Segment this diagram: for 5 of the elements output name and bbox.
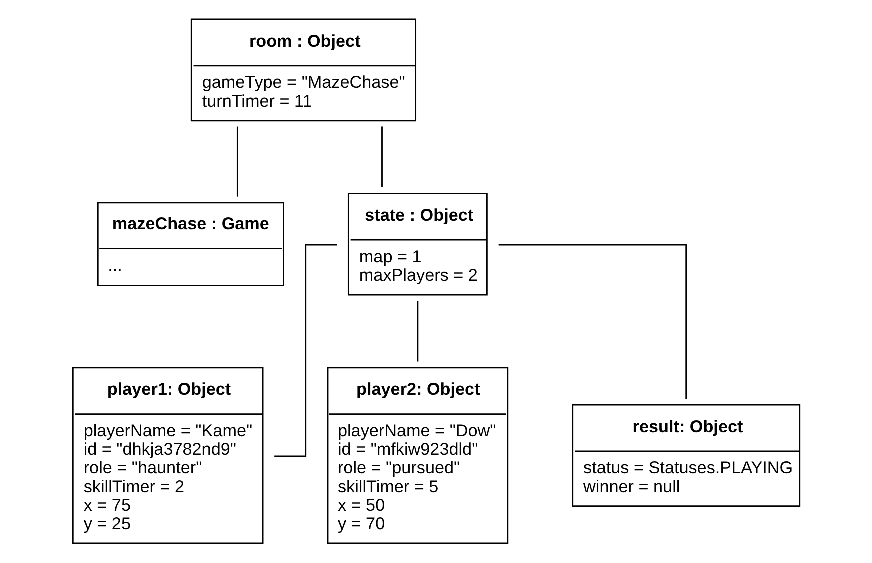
connector bbox=[381, 126, 382, 188]
connector bbox=[498, 244, 687, 400]
connector bbox=[236, 126, 238, 197]
connector bbox=[274, 244, 337, 458]
connector bbox=[416, 301, 418, 362]
